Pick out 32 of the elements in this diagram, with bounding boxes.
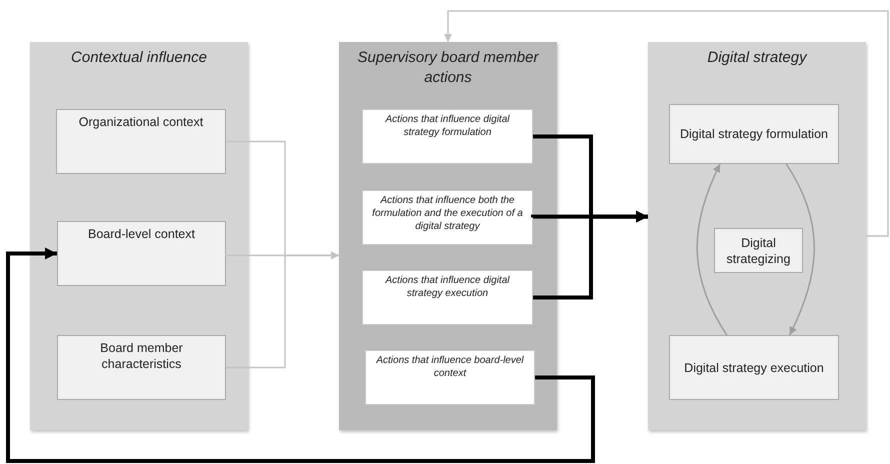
box-label: Actions that influence board-level context (375, 354, 525, 380)
group-panel (339, 42, 557, 430)
concept-box (714, 228, 803, 273)
arrow (696, 164, 728, 336)
box-label: Digital strategizing (726, 234, 792, 266)
box-label: Board member characteristics (99, 340, 184, 372)
group-panel (648, 42, 866, 430)
arrow (226, 251, 339, 368)
box-label: Digital strategy execution (683, 360, 825, 376)
panel-title: Digital strategy (706, 48, 808, 68)
arrow (444, 10, 889, 237)
concept-box (56, 109, 226, 174)
concept-box (57, 335, 226, 400)
concept-box (365, 350, 535, 405)
arrow (786, 164, 815, 336)
arrow (6, 248, 595, 463)
arrow (533, 210, 648, 300)
concept-box (669, 104, 839, 164)
box-label: Actions that influence digital strategy execution (384, 274, 511, 300)
box-label: Board-level context (86, 226, 196, 242)
panel-title: Supervisory board member actions (356, 48, 540, 88)
group-panel (30, 42, 248, 430)
box-label: Organizational context (78, 114, 204, 130)
box-label: Actions that influence digital strategy formulation (384, 113, 511, 139)
concept-box (362, 190, 533, 245)
concept-box (362, 270, 533, 325)
box-label: Digital strategy formulation (679, 126, 829, 142)
concept-box (362, 109, 533, 164)
box-label: Actions that influence both the formulation and the execution of a digital strategy (371, 194, 524, 233)
concept-box (669, 335, 839, 400)
panel-title: Contextual influence (70, 48, 208, 68)
concept-box (57, 221, 226, 286)
